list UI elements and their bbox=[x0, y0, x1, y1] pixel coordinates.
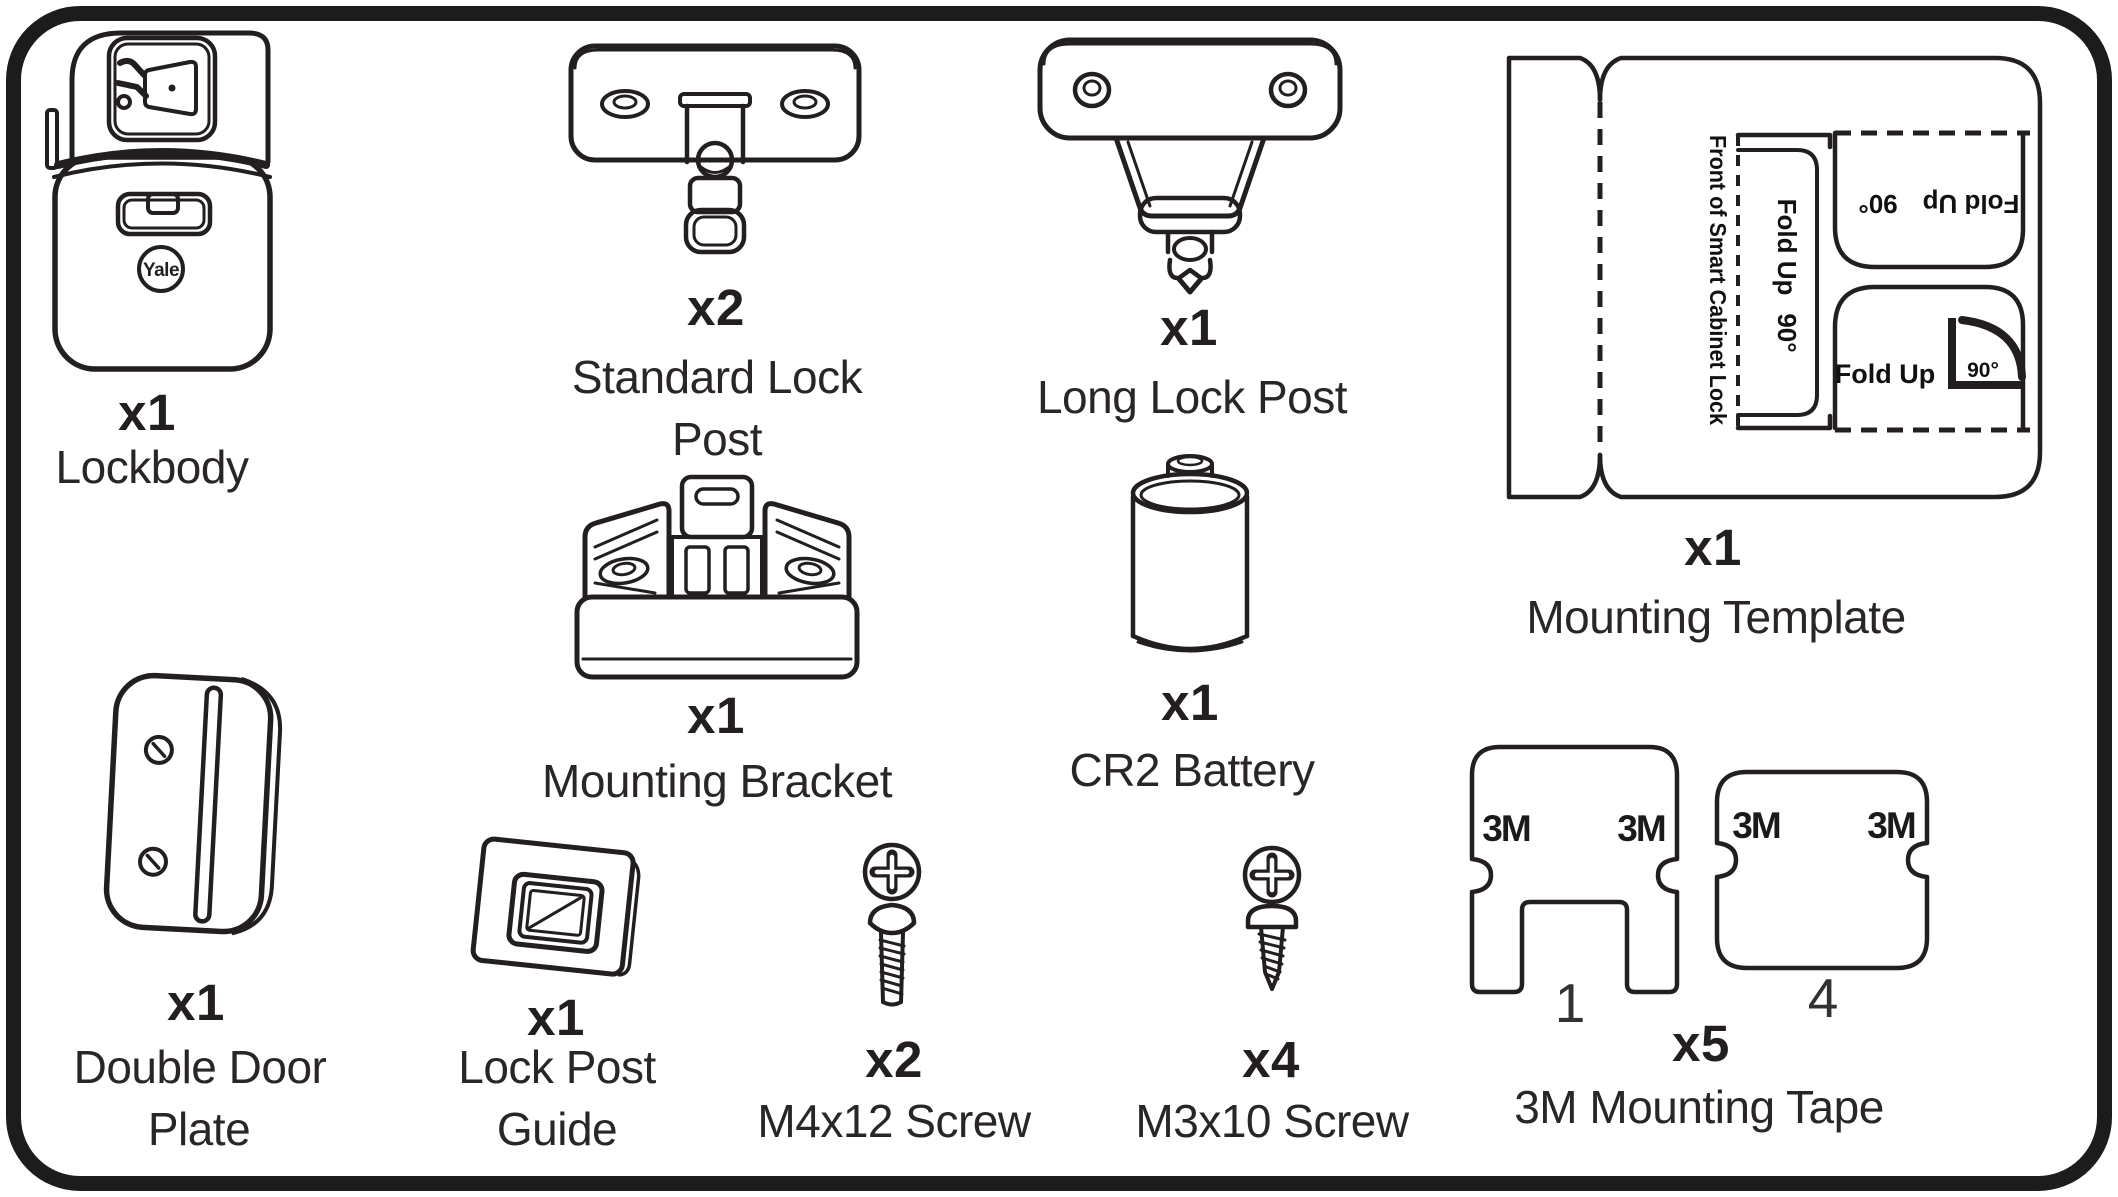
template-left-flap bbox=[1506, 55, 1603, 500]
tape-piece-4-number: 4 bbox=[1808, 967, 1839, 1029]
3m-logo: 3M bbox=[1732, 805, 1780, 846]
3m-logo: 3M bbox=[1617, 808, 1665, 849]
mounting-tape-name: 3M Mounting Tape bbox=[1514, 1081, 1884, 1133]
standard-lock-post-name2: Post bbox=[671, 413, 763, 465]
long-lock-post-qty: x1 bbox=[1160, 299, 1218, 356]
bracket-left-wing bbox=[582, 501, 672, 600]
template-front-label: Front of Smart Cabinet Lock bbox=[1705, 135, 1731, 425]
m3x10-screw-illustration bbox=[1242, 845, 1302, 991]
cabinet-door-icon bbox=[115, 57, 198, 117]
fold-up-top-angle: 90° bbox=[1858, 189, 1897, 219]
lockbody-side-tab bbox=[45, 108, 59, 170]
fold-up-side-label: Fold Up bbox=[1772, 199, 1802, 296]
standard-lock-post-illustration bbox=[568, 43, 862, 255]
standard-lock-post-name1: Standard Lock bbox=[571, 351, 863, 403]
guide-collar bbox=[506, 871, 605, 954]
fold-up-top-label: Fold Up bbox=[1923, 189, 2020, 219]
double-door-plate-illustration bbox=[103, 672, 282, 936]
m3x10-screw-qty: x4 bbox=[1242, 1031, 1300, 1088]
double-door-plate-name1: Double Door bbox=[73, 1041, 327, 1093]
bracket-right-wing bbox=[762, 501, 852, 600]
plate-screw-bottom bbox=[138, 846, 169, 877]
latch-slot bbox=[115, 191, 213, 237]
yale-logo: Yale bbox=[137, 245, 185, 293]
plate-divider bbox=[193, 685, 224, 924]
m4x12-screw-name: M4x12 Screw bbox=[757, 1095, 1031, 1147]
mounting-tape-illustration: 3M 3M 1 3M 3M 4 bbox=[1469, 744, 1930, 1034]
mounting-bracket-qty: x1 bbox=[687, 687, 745, 744]
m4x12-screw-illustration bbox=[862, 842, 922, 1007]
lockbody-qty: x1 bbox=[118, 384, 176, 441]
mounting-template-illustration: Front of Smart Cabinet Lock Fold Up 90° … bbox=[1506, 55, 2043, 500]
lock-post-guide-name1: Lock Post bbox=[458, 1041, 656, 1093]
m4x12-screw-qty: x2 bbox=[865, 1031, 923, 1088]
long-lock-post-name: Long Lock Post bbox=[1036, 371, 1348, 423]
fold-up-side-angle: 90° bbox=[1772, 313, 1802, 352]
bracket-center-tab bbox=[679, 474, 755, 540]
fold-angle-icon-text: 90° bbox=[1967, 359, 1999, 382]
plate-screw-top bbox=[143, 734, 174, 765]
fold-up-top-region: Fold Up 90° bbox=[1832, 130, 2030, 270]
3m-logo: 3M bbox=[1867, 805, 1915, 846]
mounting-bracket-illustration bbox=[574, 474, 860, 680]
fold-up-bottom-label: Fold Up bbox=[1835, 359, 1935, 389]
mounting-template-name: Mounting Template bbox=[1526, 591, 1906, 643]
lock-post-guide-illustration bbox=[470, 836, 641, 977]
lockbody-illustration: Yale bbox=[45, 30, 273, 372]
lockbody-name: Lockbody bbox=[55, 441, 249, 493]
cr2-battery-name: CR2 Battery bbox=[1069, 744, 1315, 796]
double-door-plate-qty: x1 bbox=[167, 974, 225, 1031]
lock-post-guide-name2: Guide bbox=[496, 1103, 618, 1155]
tape-piece-4: 3M 3M 4 bbox=[1714, 769, 1930, 1029]
cr2-battery-qty: x1 bbox=[1161, 674, 1219, 731]
lock-outline: Fold Up 90° bbox=[1735, 132, 1833, 431]
tape-piece-1: 3M 3M 1 bbox=[1469, 744, 1680, 1034]
tape-piece-1-number: 1 bbox=[1555, 972, 1586, 1034]
cr2-battery-illustration bbox=[1130, 454, 1250, 653]
long-lock-post-illustration bbox=[1037, 37, 1343, 295]
phillips-head-icon bbox=[862, 842, 922, 902]
phillips-head-icon bbox=[1242, 845, 1302, 905]
fold-up-bottom-region: Fold Up 90° bbox=[1832, 284, 2030, 433]
double-door-plate-name2: Plate bbox=[147, 1103, 251, 1155]
lock-post-guide-qty: x1 bbox=[527, 989, 585, 1046]
mounting-template-qty: x1 bbox=[1684, 519, 1742, 576]
fold-angle-icon: 90° bbox=[1948, 316, 2026, 389]
mounting-tape-qty: x5 bbox=[1672, 1015, 1730, 1072]
yale-logo-text: Yale bbox=[143, 260, 179, 281]
lockbody-body bbox=[52, 154, 273, 372]
m3x10-screw-name: M3x10 Screw bbox=[1135, 1095, 1409, 1147]
3m-logo: 3M bbox=[1482, 808, 1530, 849]
mounting-bracket-name: Mounting Bracket bbox=[542, 755, 892, 807]
standard-lock-post-qty: x2 bbox=[687, 279, 745, 336]
template-right-panel bbox=[1597, 55, 2043, 500]
